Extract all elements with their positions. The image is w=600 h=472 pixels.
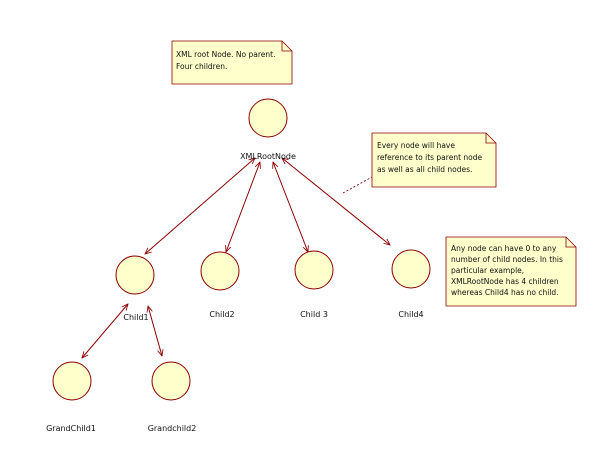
children-note-line-2: number of child nodes. In this [451, 255, 563, 264]
node-child1: Child1 [115, 255, 155, 322]
node-grandchild1-label: GrandChild1 [46, 424, 96, 433]
node-child1-circle [115, 255, 155, 295]
children-note-line-5: whereas Child4 has no child. [451, 288, 559, 297]
edge-child1-grandchild2 [148, 306, 162, 356]
children-note-line-1: Any node can have 0 to any [451, 244, 557, 253]
reference-note-line-2: reference to its parent node [377, 153, 482, 162]
edge-root-child4 [282, 158, 390, 245]
node-child4: Child4 [391, 249, 431, 319]
children-note-line-3: particular example, [451, 266, 524, 275]
node-grandchild2-label: Grandchild2 [148, 424, 197, 433]
node-child1-label: Child1 [123, 313, 148, 322]
node-child4-label: Child4 [398, 310, 423, 319]
reference-note-line-3: as well as all child nodes. [377, 165, 472, 174]
edge-root-child3 [273, 162, 308, 252]
reference-note: Every node will have reference to its pa… [371, 132, 497, 188]
node-child3-circle [294, 250, 334, 290]
root-note-fold [281, 41, 292, 52]
edge-root-child1 [145, 158, 255, 254]
children-note-box [445, 236, 577, 307]
edge-child1-grandchild1 [82, 304, 128, 358]
node-child2-label: Child2 [209, 310, 234, 319]
node-grandchild1: GrandChild1 [46, 361, 96, 433]
reference-note-box [371, 132, 497, 188]
children-note-fold [565, 237, 576, 248]
edge-root-child2 [226, 162, 260, 252]
reference-note-fold [485, 133, 496, 144]
root-note-line-2: Four children. [176, 62, 227, 71]
node-grandchild2-circle [151, 361, 191, 401]
root-note: XML root Node. No parent. Four children. [171, 40, 293, 85]
node-child4-circle [391, 249, 431, 289]
node-child3: Child 3 [294, 250, 334, 319]
reference-note-line-1: Every node will have [377, 141, 455, 150]
node-root: XMLRootNode [240, 98, 296, 161]
root-note-line-1: XML root Node. No parent. [176, 50, 276, 59]
node-root-label: XMLRootNode [240, 152, 296, 161]
node-grandchild1-circle [52, 361, 92, 401]
node-child3-label: Child 3 [300, 310, 328, 319]
node-grandchild2: Grandchild2 [148, 361, 197, 433]
root-note-box [171, 40, 293, 85]
node-child2: Child2 [200, 251, 240, 319]
note-connector-reference [342, 176, 373, 194]
node-root-circle [248, 98, 288, 138]
children-note: Any node can have 0 to any number of chi… [445, 236, 577, 307]
children-note-line-4: XMLRootNode has 4 children [451, 277, 559, 286]
node-child2-circle [200, 251, 240, 291]
